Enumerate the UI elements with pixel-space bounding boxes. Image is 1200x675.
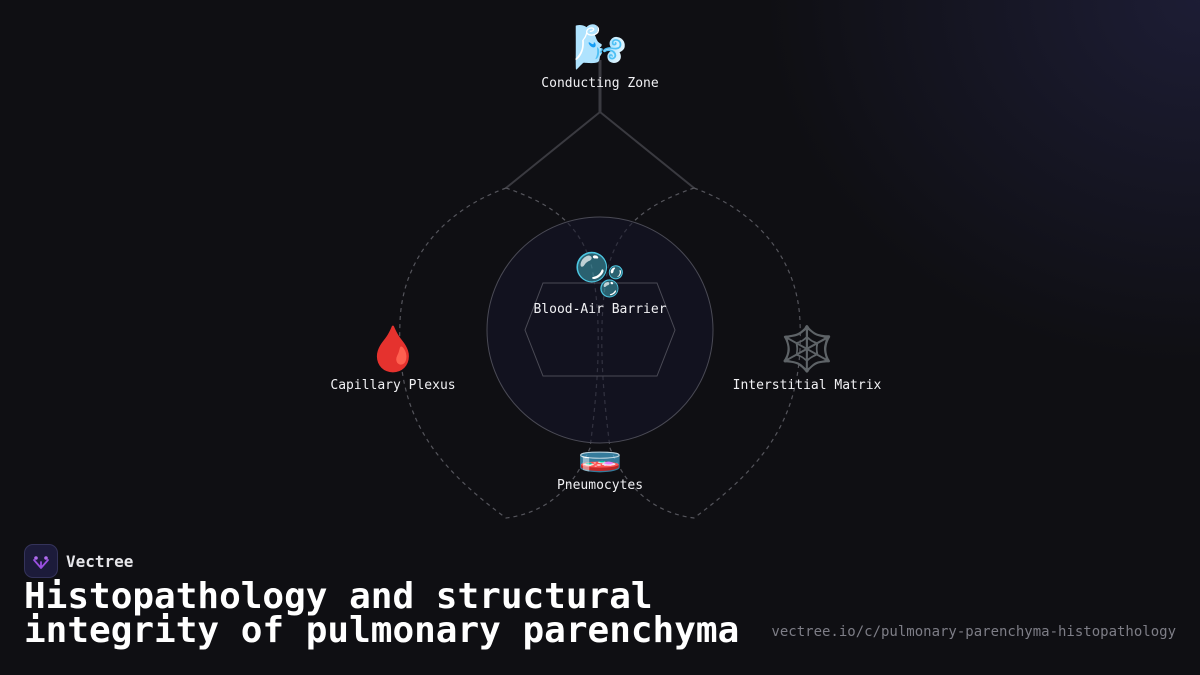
capillary-plexus-label: Capillary Plexus <box>330 378 456 393</box>
conducting-zone-label: Conducting Zone <box>541 76 659 91</box>
node-interstitial-matrix: 🕸️ Interstitial Matrix <box>732 324 882 394</box>
right-branch-line <box>599 111 695 189</box>
node-capillary-plexus: 🩸 Capillary Plexus <box>330 324 456 394</box>
node-pneumocytes: 🧫 Pneumocytes <box>556 433 644 494</box>
blood-air-barrier-label: Blood-Air Barrier <box>533 302 667 317</box>
bubbles-icon: 🫧 <box>573 250 627 299</box>
pneumocytes-label: Pneumocytes <box>556 478 644 493</box>
barrier-circle <box>486 216 714 444</box>
node-blood-air-barrier: 🫧 Blood-Air Barrier <box>533 250 667 318</box>
left-branch-line <box>505 111 601 189</box>
barrier-hexagon <box>524 282 676 377</box>
source-url[interactable]: vectree.io/c/pulmonary-parenchyma-histop… <box>771 624 1176 640</box>
brand: Vectree <box>24 544 133 578</box>
interstitial-matrix-label: Interstitial Matrix <box>732 378 882 393</box>
brand-name: Vectree <box>66 551 134 571</box>
spider-web-icon: 🕸️ <box>779 324 835 375</box>
page-title: Histopathology and structural integrity … <box>24 576 740 651</box>
node-conducting-zone: 🌬️ Conducting Zone <box>541 22 659 92</box>
vectree-logo-icon <box>24 544 58 578</box>
wind-icon: 🌬️ <box>572 22 628 73</box>
petri-dish-icon: 🧫 <box>577 433 623 474</box>
blood-drop-icon: 🩸 <box>365 324 421 375</box>
